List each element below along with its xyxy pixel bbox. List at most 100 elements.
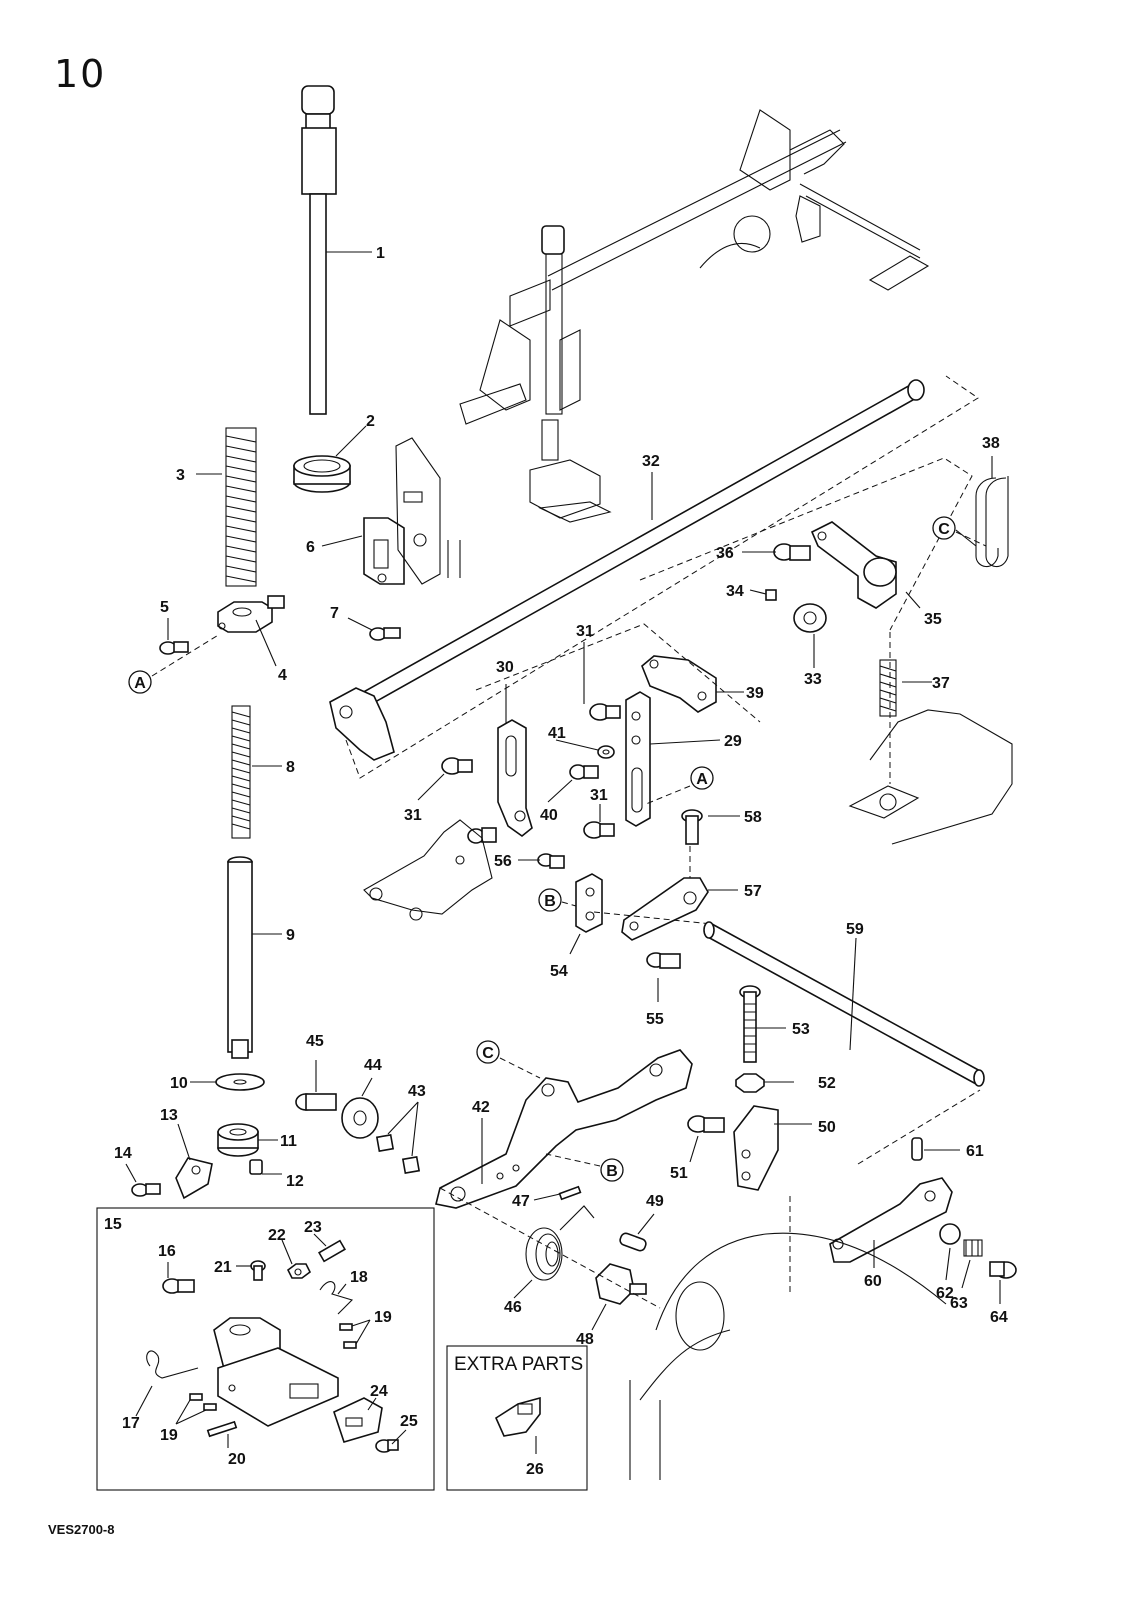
spring-small: [231, 705, 251, 839]
presser-bar: [227, 856, 253, 1059]
callout-30: 30: [496, 659, 514, 676]
screw-55: [646, 952, 681, 969]
callout-32: 32: [642, 453, 660, 470]
felt-washer: [215, 1073, 265, 1091]
callout-38: 38: [982, 435, 1000, 452]
screw-64: [989, 1261, 1017, 1279]
marker-a-left: A: [128, 633, 221, 694]
hook-38: [975, 476, 1009, 568]
callout-19b: 19: [160, 1427, 178, 1444]
pin-49: [619, 1232, 647, 1252]
callout-51: 51: [670, 1165, 688, 1182]
stud-near-30: [467, 827, 497, 844]
callout-25: 25: [400, 1413, 418, 1430]
extra-parts-title: EXTRA PARTS: [454, 1354, 583, 1375]
spring-17: [146, 1350, 199, 1379]
callout-1: 1: [376, 245, 385, 262]
callout-54: 54: [550, 963, 568, 980]
callout-31c: 31: [590, 787, 608, 804]
page-number: 10: [54, 52, 107, 96]
marker-a-right: A: [645, 766, 714, 805]
callout-62: 62: [936, 1285, 954, 1302]
callout-13: 13: [160, 1107, 178, 1124]
callout-17: 17: [122, 1415, 140, 1432]
callout-23: 23: [304, 1219, 322, 1236]
svg-text:C: C: [938, 521, 950, 538]
callout-36: 36: [716, 545, 734, 562]
callout-34: 34: [726, 583, 744, 600]
callout-18: 18: [350, 1269, 368, 1286]
callout-7: 7: [330, 605, 339, 622]
callout-20: 20: [228, 1451, 246, 1468]
screw-58: [681, 809, 703, 845]
spring-63: [963, 1239, 983, 1257]
callout-24: 24: [370, 1383, 388, 1400]
screw-56: [537, 853, 565, 869]
screw-45: [295, 1093, 337, 1111]
callout-56: 56: [494, 853, 512, 870]
callout-31a: 31: [576, 623, 594, 640]
callout-11: 11: [280, 1133, 297, 1150]
callout-61: 61: [966, 1143, 984, 1160]
shaft-59: [703, 921, 985, 1087]
spring-46: [525, 1205, 595, 1281]
machine-base-outline: [629, 1232, 947, 1480]
callout-50: 50: [818, 1119, 836, 1136]
callout-8: 8: [286, 759, 295, 776]
callout-2: 2: [366, 413, 375, 430]
screw-53: [739, 985, 761, 1063]
callout-46: 46: [504, 1299, 522, 1316]
plate-39: [641, 655, 717, 713]
dash-link-bracket: [475, 623, 761, 723]
dash-crank-shaft: [593, 846, 713, 925]
callout-55: 55: [646, 1011, 664, 1028]
svg-text:B: B: [606, 1163, 618, 1180]
callout-29: 29: [724, 733, 742, 750]
callout-53: 53: [792, 1021, 810, 1038]
callout-47: 47: [512, 1193, 530, 1210]
presser-bar-regulator: [301, 85, 337, 415]
crank-57: [621, 877, 709, 941]
washer-41: [597, 745, 615, 759]
marker-c-lower: C: [476, 1040, 541, 1079]
screw-21: [250, 1260, 266, 1281]
callout-49: 49: [646, 1193, 664, 1210]
callout-3: 3: [176, 467, 185, 484]
callout-33: 33: [804, 671, 822, 688]
small-screws-19: [189, 1323, 357, 1411]
callout-labels: 1 2 3 4 5 6 7 8 9 10 11 12 13 14 16 17 1…: [114, 245, 1008, 1478]
callout-35: 35: [924, 611, 942, 628]
screws-31: [441, 703, 621, 839]
callout-58: 58: [744, 809, 762, 826]
svg-text:A: A: [134, 675, 146, 692]
screw-36: [773, 543, 811, 561]
screw-51: [687, 1115, 725, 1133]
callout-52: 52: [818, 1075, 836, 1092]
extra-parts-frame: [446, 1345, 588, 1491]
nut-22: [286, 1263, 312, 1279]
bar-guide: [217, 595, 285, 633]
lifting-lever-13: [175, 1157, 213, 1200]
marker-b-upper: B: [538, 888, 577, 912]
svg-text:C: C: [482, 1045, 494, 1062]
machine-bed-right: [848, 709, 1013, 845]
callout-14: 14: [114, 1145, 132, 1162]
callout-19a: 19: [374, 1309, 392, 1326]
callout-44: 44: [364, 1057, 382, 1074]
dash-shaft-bracket: [345, 375, 979, 779]
callout-5: 5: [160, 599, 169, 616]
screw-7: [369, 627, 401, 641]
svg-text:B: B: [544, 893, 556, 910]
marker-c-upper: C: [932, 516, 987, 547]
callout-26: 26: [526, 1461, 544, 1478]
callout-60: 60: [864, 1273, 882, 1290]
svg-text:A: A: [696, 771, 708, 788]
screw-25: [375, 1439, 399, 1453]
pin-20: [206, 1420, 238, 1438]
callout-10: 10: [170, 1075, 188, 1092]
extra-part-26: [494, 1396, 541, 1437]
stud-48: [595, 1263, 647, 1305]
callout-31b: 31: [404, 807, 422, 824]
callout-48: 48: [576, 1331, 594, 1348]
